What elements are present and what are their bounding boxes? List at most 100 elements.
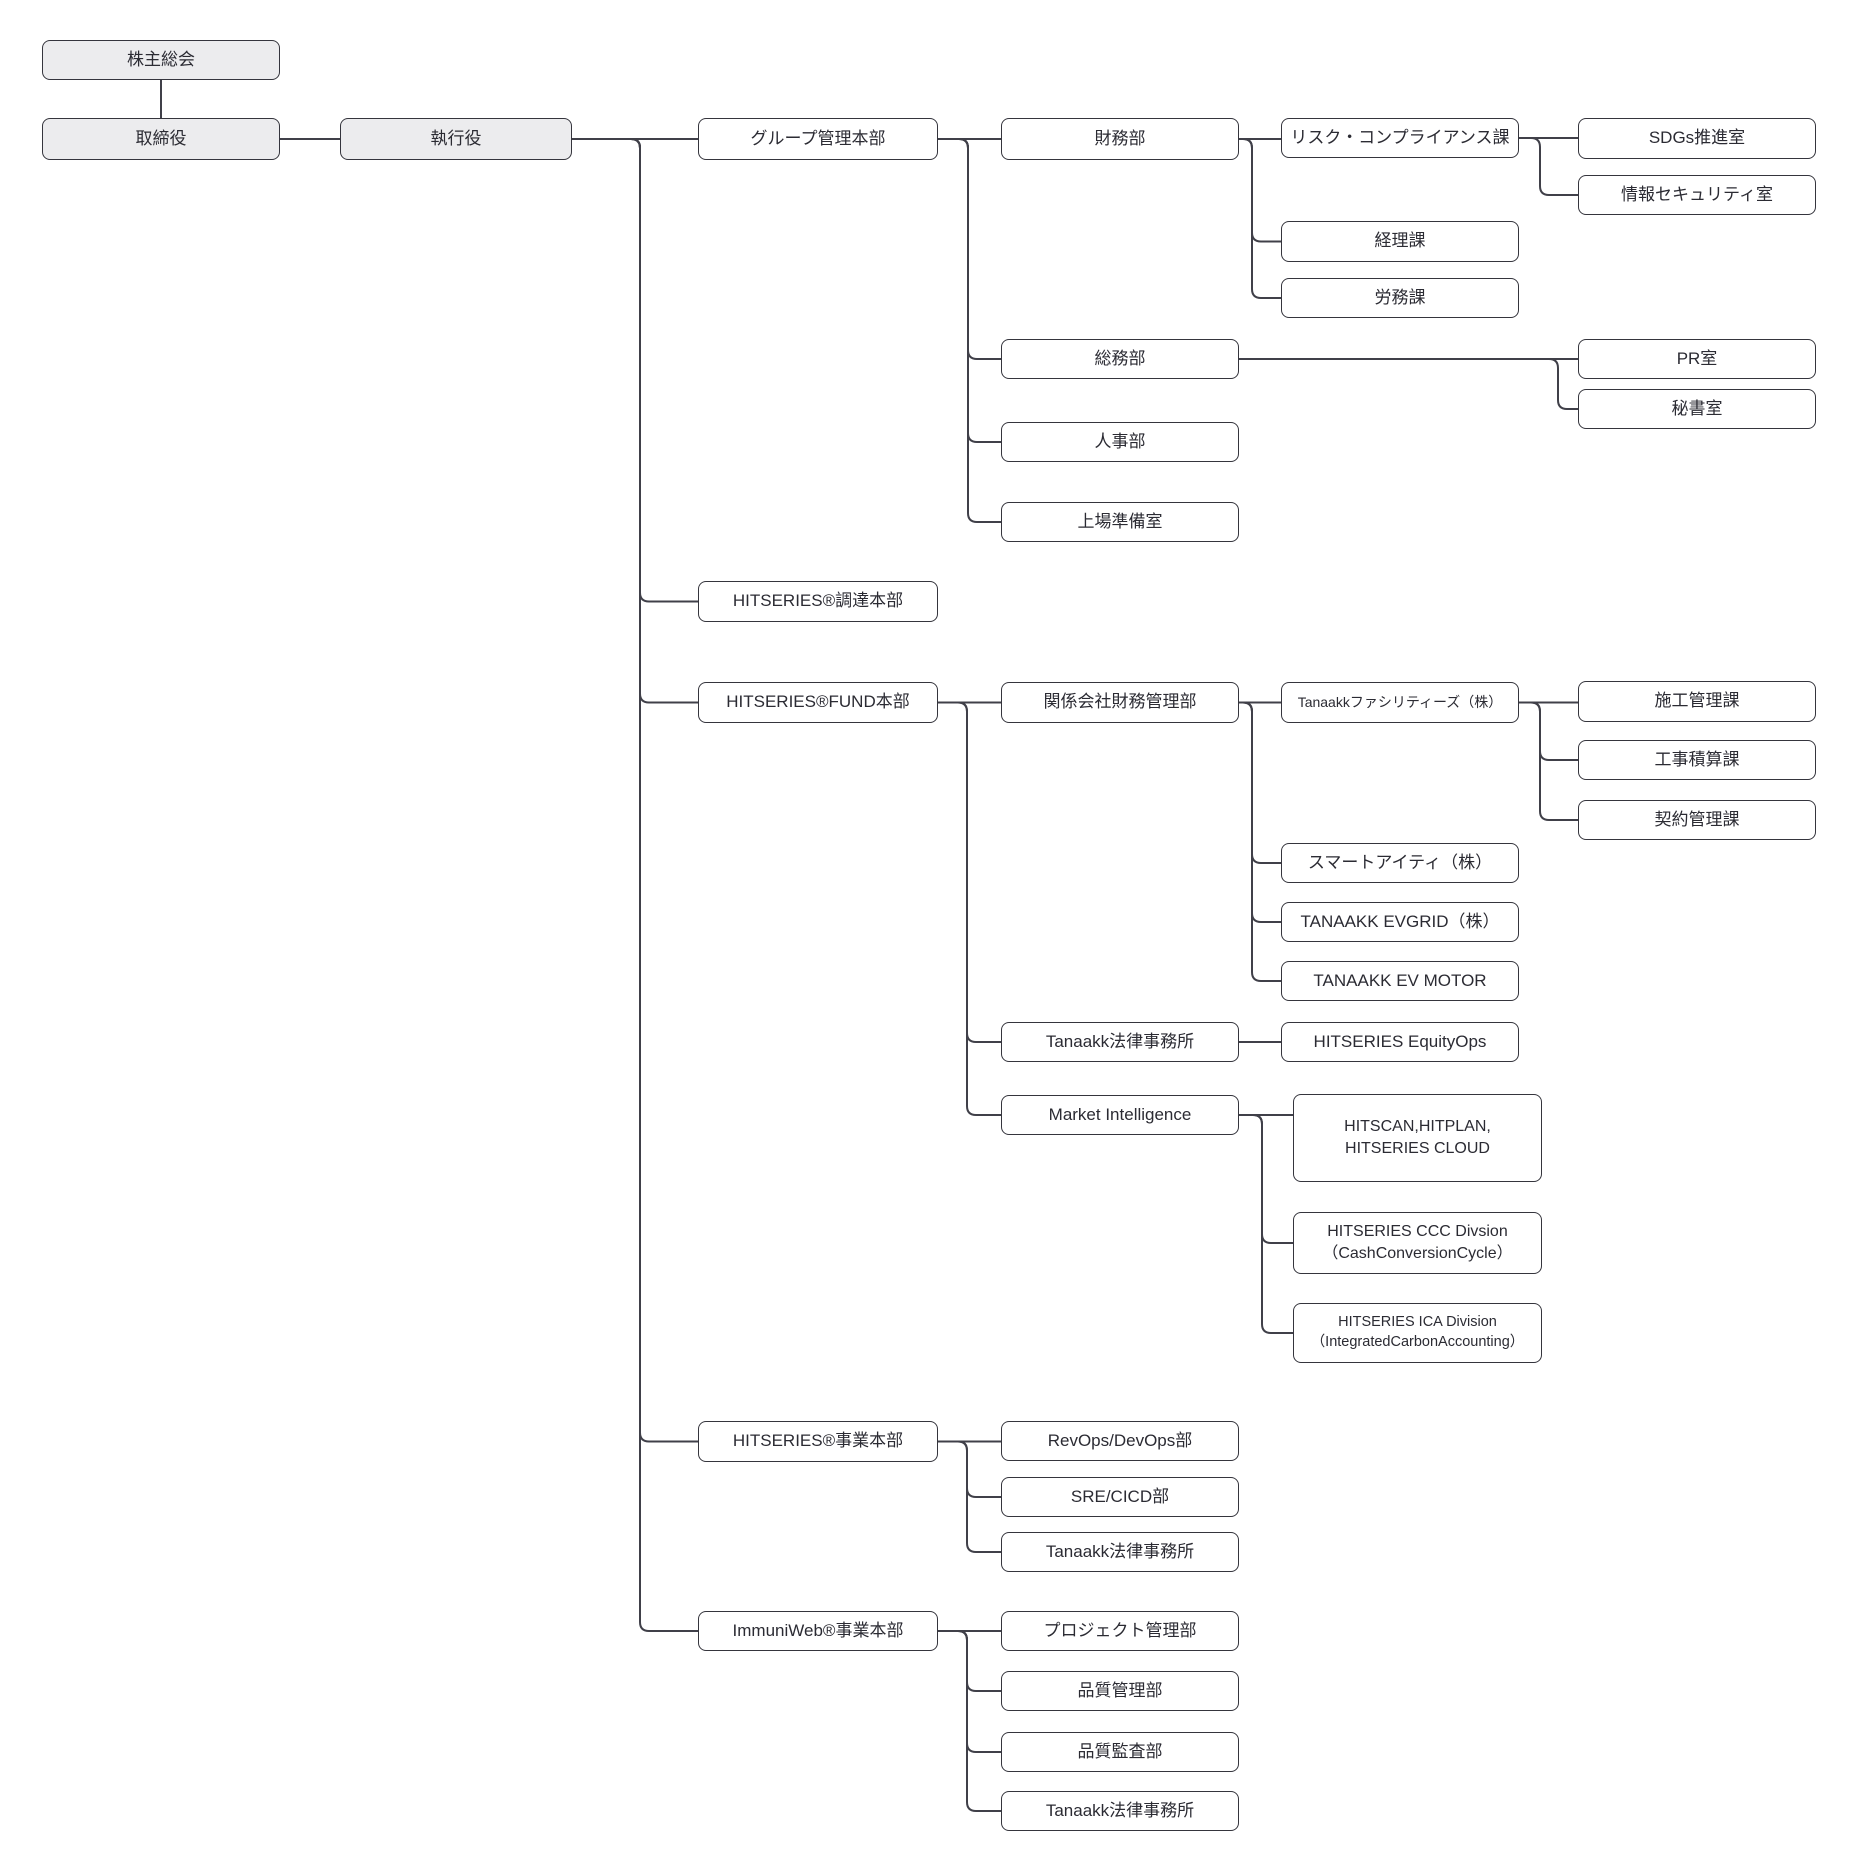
org-node-label: 取締役 — [135, 128, 187, 148]
org-node-law2: Tanaakk法律事務所 — [1001, 1532, 1239, 1572]
connector-shikkouyaku-chotatsu — [572, 138, 698, 603]
org-node-seko: 施工管理課 — [1578, 681, 1816, 722]
connector-immuniweb-law3 — [938, 1630, 1001, 1812]
org-node-hisho: 秘書室 — [1578, 389, 1816, 429]
org-node-facilities: Tanaakkファシリティーズ（株） — [1281, 682, 1519, 723]
org-node-label: SDGs推進室 — [1648, 128, 1746, 148]
connector-shikkouyaku-immuniweb — [572, 138, 698, 1632]
org-node-label: 品質管理部 — [1077, 1680, 1163, 1700]
org-node-label: 関係会社財務管理部 — [1043, 692, 1197, 712]
org-node-label: HITSERIES®事業本部 — [732, 1431, 904, 1451]
org-node-label: Tanaakkファシリティーズ（株） — [1297, 694, 1503, 711]
connector-group-kanri-jinji — [938, 138, 1001, 443]
connector-group-kanri-soumu — [938, 138, 1001, 360]
org-node-pr: PR室 — [1578, 339, 1816, 379]
connector-shikkouyaku-fund — [572, 138, 698, 704]
org-node-joho-sec: 情報セキュリティ室 — [1578, 175, 1816, 215]
connector-shikkouyaku-jigyo — [572, 138, 698, 1443]
connector-immuniweb-hinshitsu-kanri — [938, 1630, 1001, 1692]
connector-kankei-evmotor — [1239, 701, 1281, 982]
org-node-law1: Tanaakk法律事務所 — [1001, 1022, 1239, 1062]
org-node-label: TANAAKK EVGRID（株） — [1300, 911, 1500, 931]
org-node-label: HITSERIES®FUND本部 — [726, 692, 910, 712]
connector-jigyo-law2 — [938, 1440, 1001, 1553]
org-node-label: プロジェクト管理部 — [1043, 1620, 1197, 1640]
org-node-label: リスク・コンプライアンス課 — [1290, 127, 1510, 147]
org-node-label: 工事積算課 — [1654, 749, 1740, 769]
org-node-soukai: 株主総会 — [42, 40, 280, 80]
connector-jigyo-sre — [938, 1440, 1001, 1498]
org-node-label: Market Intelligence — [1048, 1104, 1192, 1124]
connector-zaimu-keiri — [1239, 138, 1281, 243]
org-node-label: Tanaakk法律事務所 — [1045, 1541, 1195, 1561]
org-node-label: TANAAKK EV MOTOR — [1313, 970, 1487, 990]
org-node-label: HITSERIES EquityOps — [1313, 1031, 1487, 1051]
org-node-keiyaku: 契約管理課 — [1578, 800, 1816, 840]
org-node-label: SRE/CICD部 — [1070, 1486, 1170, 1506]
org-node-hitscan: HITSCAN,HITPLAN, HITSERIES CLOUD — [1293, 1094, 1542, 1182]
connector-kankei-evgrid — [1239, 701, 1281, 923]
org-node-label: 財務部 — [1094, 128, 1146, 148]
org-node-zaimu: 財務部 — [1001, 118, 1239, 160]
org-node-jigyo: HITSERIES®事業本部 — [698, 1421, 938, 1462]
org-node-label: PR室 — [1676, 348, 1718, 368]
org-node-equityops: HITSERIES EquityOps — [1281, 1022, 1519, 1062]
org-node-label: 秘書室 — [1671, 398, 1723, 418]
org-node-koji: 工事積算課 — [1578, 740, 1816, 780]
org-node-label: HITSCAN,HITPLAN, HITSERIES CLOUD — [1344, 1118, 1491, 1157]
org-node-risk: リスク・コンプライアンス課 — [1281, 118, 1519, 158]
connector-market-ica — [1239, 1114, 1293, 1334]
org-node-ccc: HITSERIES CCC Divsion （CashConversionCyc… — [1293, 1212, 1542, 1274]
connector-group-kanri-jojo — [938, 138, 1001, 523]
org-node-label: スマートアイティ（株） — [1307, 852, 1493, 872]
org-node-law3: Tanaakk法律事務所 — [1001, 1791, 1239, 1831]
org-node-shikkouyaku: 執行役 — [340, 118, 572, 160]
org-node-jinji: 人事部 — [1001, 422, 1239, 462]
connector-facilities-koji — [1519, 701, 1578, 761]
org-node-label: 品質監査部 — [1077, 1741, 1163, 1761]
org-node-keiri: 経理課 — [1281, 221, 1519, 262]
connector-facilities-keiyaku — [1519, 701, 1578, 821]
org-node-evgrid: TANAAKK EVGRID（株） — [1281, 902, 1519, 942]
connector-fund-market — [938, 701, 1001, 1116]
org-node-label: 経理課 — [1374, 231, 1426, 251]
connector-zaimu-roumu — [1239, 138, 1281, 299]
org-node-label: 株主総会 — [127, 49, 195, 69]
org-node-label: 総務部 — [1094, 348, 1146, 368]
org-node-evmotor: TANAAKK EV MOTOR — [1281, 961, 1519, 1001]
org-node-torishimariyaku: 取締役 — [42, 118, 280, 160]
org-node-jojo: 上場準備室 — [1001, 502, 1239, 542]
org-node-ica: HITSERIES ICA Division （IntegratedCarbon… — [1293, 1303, 1542, 1363]
org-node-immuniweb: ImmuniWeb®事業本部 — [698, 1611, 938, 1651]
org-node-label: 上場準備室 — [1077, 511, 1163, 531]
org-node-label: RevOps/DevOps部 — [1047, 1430, 1193, 1450]
org-node-label: Tanaakk法律事務所 — [1045, 1031, 1195, 1051]
org-node-label: 契約管理課 — [1654, 809, 1740, 829]
connector-market-ccc — [1239, 1114, 1293, 1244]
org-node-roumu: 労務課 — [1281, 278, 1519, 318]
org-node-chotatsu: HITSERIES®調達本部 — [698, 581, 938, 622]
org-node-project: プロジェクト管理部 — [1001, 1611, 1239, 1651]
org-node-market: Market Intelligence — [1001, 1095, 1239, 1135]
org-node-label: Tanaakk法律事務所 — [1045, 1800, 1195, 1820]
org-node-label: HITSERIES ICA Division （IntegratedCarbon… — [1310, 1314, 1525, 1350]
org-node-label: 人事部 — [1094, 431, 1146, 451]
org-node-hinshitsu-kansa: 品質監査部 — [1001, 1732, 1239, 1772]
connector-fund-law1 — [938, 701, 1001, 1043]
org-node-label: グループ管理本部 — [750, 128, 886, 148]
org-node-revops: RevOps/DevOps部 — [1001, 1421, 1239, 1461]
org-node-label: ImmuniWeb®事業本部 — [732, 1620, 904, 1640]
org-node-label: 施工管理課 — [1654, 691, 1740, 711]
connector-soumu-hisho — [1239, 358, 1578, 410]
connector-kankei-smart — [1239, 701, 1281, 864]
org-node-kankei: 関係会社財務管理部 — [1001, 682, 1239, 723]
connector-risk-joho-sec — [1519, 137, 1578, 196]
org-node-label: 情報セキュリティ室 — [1621, 184, 1773, 204]
org-node-label: HITSERIES®調達本部 — [732, 591, 904, 611]
org-node-sre: SRE/CICD部 — [1001, 1477, 1239, 1517]
org-node-hinshitsu-kanri: 品質管理部 — [1001, 1671, 1239, 1711]
org-node-sdgs: SDGs推進室 — [1578, 118, 1816, 159]
org-node-group-kanri: グループ管理本部 — [698, 118, 938, 160]
